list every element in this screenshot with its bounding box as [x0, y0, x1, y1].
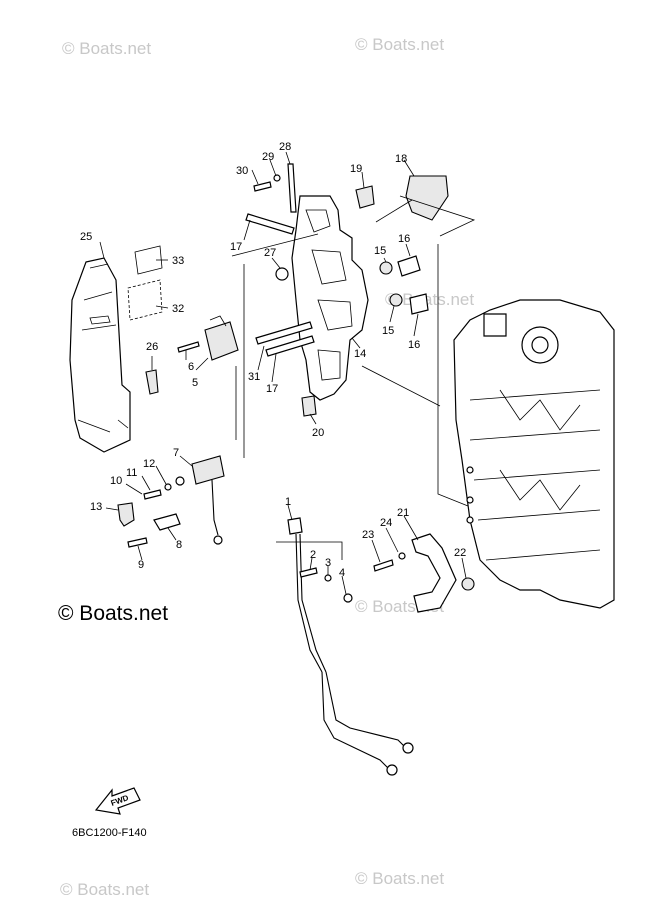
diagram-code: 6BC1200-F140	[72, 827, 147, 839]
cover-panel-25	[69, 257, 131, 453]
callout-26: 26	[146, 341, 158, 353]
clip-26	[145, 369, 159, 395]
bolt-6	[177, 341, 200, 353]
callout-13: 13	[90, 501, 102, 513]
callout-2: 2	[310, 549, 316, 561]
bolt-17-lower	[265, 335, 315, 357]
callout-3: 3	[325, 557, 331, 569]
callout-18: 18	[395, 153, 407, 165]
callout-27: 27	[264, 247, 276, 259]
screw-28	[287, 163, 297, 213]
callout-31: 31	[248, 371, 260, 383]
callout-1: 1	[285, 496, 291, 508]
washer-3	[324, 574, 332, 582]
bracket-14	[291, 195, 369, 401]
callout-33: 33	[172, 255, 184, 267]
bolt-17-upper	[245, 213, 295, 235]
bolt-10	[143, 489, 162, 500]
bracket-21	[411, 533, 457, 613]
callout-6: 6	[188, 361, 194, 373]
callout-8: 8	[176, 539, 182, 551]
grommet-20	[301, 395, 317, 417]
bracket-8	[153, 513, 181, 531]
callout-10: 10	[110, 475, 122, 487]
engine-block	[453, 299, 615, 609]
callout-11: 11	[126, 467, 137, 479]
callout-12: 12	[143, 458, 155, 470]
callout-16-upper: 16	[398, 233, 410, 245]
guide-lines	[231, 195, 476, 560]
terminal-4	[343, 593, 353, 603]
callout-30: 30	[236, 165, 248, 177]
clip-19	[355, 185, 375, 209]
washer-12	[175, 476, 185, 486]
callout-17-lower: 17	[266, 383, 278, 395]
screw-2	[299, 567, 318, 578]
watermark-top-right: © Boats.net	[355, 35, 444, 54]
callout-5: 5	[192, 377, 198, 389]
connector-18	[375, 175, 449, 223]
grommet-15-upper	[379, 261, 393, 275]
callout-19: 19	[350, 163, 362, 175]
watermark-bottom-right: © Boats.net	[355, 869, 444, 888]
ignition-coil-7	[191, 455, 225, 545]
callout-24: 24	[380, 517, 392, 529]
screw-30	[253, 181, 272, 192]
gasket-32	[127, 279, 163, 321]
callout-22: 22	[454, 547, 466, 559]
watermark-top-left: © Boats.net	[62, 39, 151, 58]
callout-15-lower: 15	[382, 325, 394, 337]
washer-11	[164, 483, 172, 491]
watermark-left-big: © Boats.net	[58, 602, 168, 625]
washer-24	[398, 552, 406, 560]
cdi-unit-5	[204, 315, 239, 361]
callout-28: 28	[279, 141, 291, 153]
callout-21: 21	[397, 507, 409, 519]
collar-16-upper	[397, 255, 421, 277]
callout-29: 29	[262, 151, 274, 163]
grommet-22	[461, 577, 475, 591]
collar-27	[275, 267, 289, 281]
callout-leaders	[99, 151, 467, 595]
callout-25: 25	[80, 231, 92, 243]
screw-9	[127, 537, 148, 548]
bolt-31	[255, 321, 313, 345]
collar-16-lower	[409, 293, 429, 315]
cap-13	[117, 502, 135, 527]
callout-labels: 1 2 3 4 5 6 7 8 9 10 11 12 13 14 15 15 1…	[80, 141, 466, 579]
wire-harness-1	[287, 517, 414, 776]
callout-32: 32	[172, 303, 184, 315]
callout-17-upper: 17	[230, 241, 242, 253]
callout-16-lower: 16	[408, 339, 420, 351]
callout-23: 23	[362, 529, 374, 541]
callout-20: 20	[312, 427, 324, 439]
watermark-bottom-left: © Boats.net	[60, 880, 149, 899]
fwd-arrow-icon: FWD	[94, 787, 141, 815]
washer-29	[273, 174, 281, 182]
callout-14: 14	[354, 348, 366, 360]
callout-7: 7	[173, 447, 179, 459]
grommet-15-lower	[389, 293, 403, 307]
watermark-mid-right: © Boats.net	[385, 290, 474, 309]
gasket-33	[134, 245, 163, 275]
callout-15-upper: 15	[374, 245, 386, 257]
callout-4: 4	[339, 567, 345, 579]
bolt-23	[373, 559, 394, 572]
callout-9: 9	[138, 559, 144, 571]
